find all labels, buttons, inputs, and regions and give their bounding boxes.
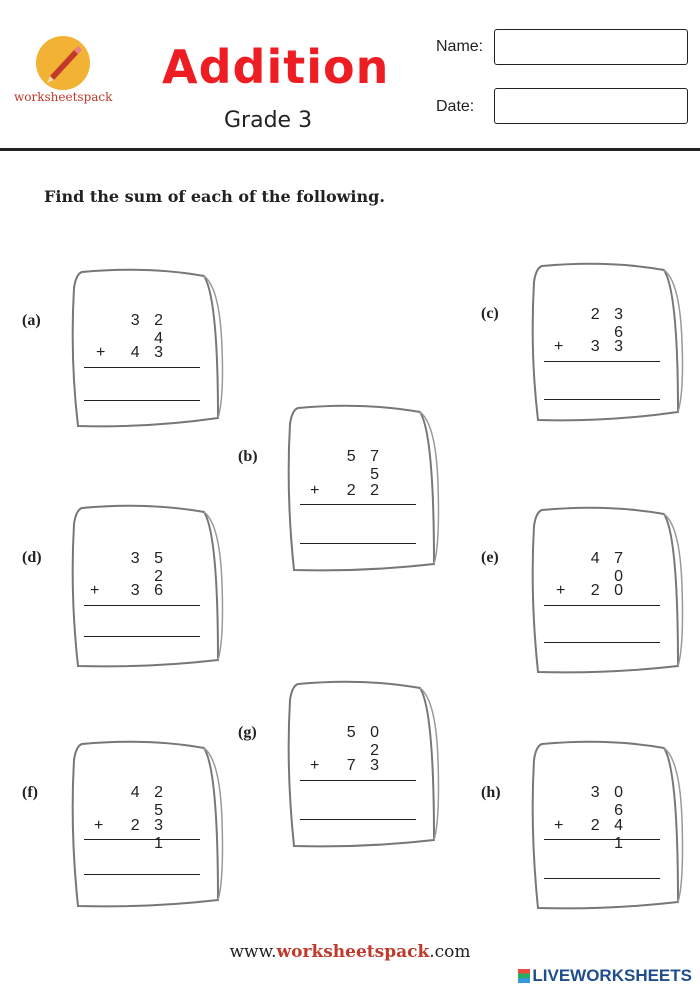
logo-pencil-icon (36, 36, 90, 90)
card-frame-b (287, 404, 440, 572)
card-frame-h (531, 740, 684, 910)
instructions: Find the sum of each of the following. (44, 187, 385, 206)
problem-label-g: (g) (238, 724, 257, 741)
problem-label-c: (c) (481, 305, 499, 322)
plus-sign-h: + (554, 817, 564, 834)
addend-top-g: 5 0 2 (346, 724, 384, 759)
addend-bottom-b: 2 2 (346, 482, 384, 499)
addend-top-c: 2 3 6 (590, 306, 628, 341)
sum-line-f (84, 839, 200, 841)
grade-subtitle: Grade 3 (224, 108, 313, 133)
plus-sign-e: + (556, 582, 566, 599)
sum-line-a (84, 367, 200, 369)
answer-line-b[interactable] (300, 543, 416, 545)
card-frame-g (287, 680, 440, 848)
answer-line-e[interactable] (544, 642, 660, 644)
liveworksheets-text: LIVEWORKSHEETS (532, 966, 692, 985)
addend-top-a: 3 2 4 (130, 312, 168, 347)
plus-sign-f: + (94, 817, 104, 834)
name-label: Name: (436, 38, 484, 55)
plus-sign-b: + (310, 482, 320, 499)
card-frame-a (71, 268, 224, 428)
addend-bottom-c: 3 3 (590, 338, 628, 355)
brand-name: worksheetspack (14, 90, 113, 104)
liveworksheets-watermark: LIVEWORKSHEETS (518, 966, 692, 986)
answer-line-d[interactable] (84, 636, 200, 638)
addend-bottom-d: 3 6 (130, 582, 168, 599)
problem-label-f: (f) (22, 784, 38, 801)
card-frame-e (531, 506, 684, 674)
footer-brand: worksheetspack (276, 942, 430, 962)
problem-card-d: 3 5 2 + 3 6 (68, 504, 224, 668)
answer-line-h[interactable] (544, 878, 660, 880)
problem-label-h: (h) (481, 784, 501, 801)
plus-sign-d: + (90, 582, 100, 599)
sum-line-h (544, 839, 660, 841)
sum-line-d (84, 605, 200, 607)
footer-url[interactable]: www.worksheetspack.com (0, 942, 700, 962)
problem-label-e: (e) (481, 549, 499, 566)
problem-card-c: 2 3 6 + 3 3 (528, 262, 684, 422)
plus-sign-a: + (96, 344, 106, 361)
addend-top-e: 4 7 0 (590, 550, 628, 585)
sum-line-c (544, 361, 660, 363)
addend-bottom-e: 2 0 (590, 582, 628, 599)
addend-top-b: 5 7 5 (346, 448, 384, 483)
problem-card-e: 4 7 0 + 2 0 (528, 506, 684, 674)
problem-card-f: 4 2 5 + 2 3 1 (68, 740, 224, 908)
addend-bottom-g: 7 3 (346, 757, 384, 774)
footer-suffix: .com (429, 942, 471, 962)
liveworksheets-logo-icon (518, 969, 531, 983)
card-frame-c (531, 262, 684, 422)
date-field[interactable] (494, 88, 688, 124)
answer-line-f[interactable] (84, 874, 200, 876)
date-label: Date: (436, 98, 475, 115)
problem-card-g: 5 0 2 + 7 3 (284, 680, 440, 848)
problem-label-d: (d) (22, 549, 42, 566)
addend-top-f: 4 2 5 (130, 784, 168, 819)
plus-sign-g: + (310, 757, 320, 774)
addend-bottom-a: 4 3 (130, 344, 168, 361)
sum-line-b (300, 504, 416, 506)
addend-top-h: 3 0 6 (590, 784, 628, 819)
name-field[interactable] (494, 29, 688, 65)
answer-line-a[interactable] (84, 400, 200, 402)
addend-bottom-h: 2 4 1 (590, 817, 628, 852)
sum-line-g (300, 780, 416, 782)
page-title: Addition (162, 40, 390, 94)
card-frame-d (71, 504, 224, 668)
problem-card-b: 5 7 5 + 2 2 (284, 404, 440, 572)
problem-label-b: (b) (238, 448, 258, 465)
sum-line-e (544, 605, 660, 607)
card-frame-f (71, 740, 224, 908)
footer-prefix: www. (229, 942, 277, 962)
plus-sign-c: + (554, 338, 564, 355)
problem-card-a: 3 2 4 + 4 3 (68, 268, 224, 428)
answer-line-g[interactable] (300, 819, 416, 821)
answer-line-c[interactable] (544, 399, 660, 401)
addend-bottom-f: 2 3 1 (130, 817, 168, 852)
problem-label-a: (a) (22, 312, 41, 329)
header-divider (0, 148, 700, 151)
problem-card-h: 3 0 6 + 2 4 1 (528, 740, 684, 910)
addend-top-d: 3 5 2 (130, 550, 168, 585)
